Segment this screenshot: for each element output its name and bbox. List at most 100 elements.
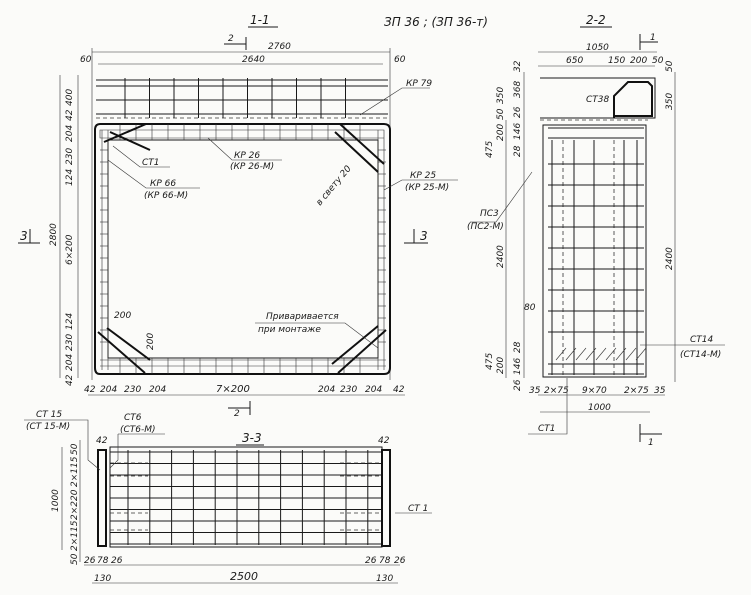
dim-2x220: 2×220	[70, 489, 80, 520]
dim-350-left: 350	[496, 87, 506, 104]
label-st1-3-3: СТ 1	[408, 504, 428, 514]
label-st1-2-2: СТ1	[538, 424, 556, 434]
label-kr79: КР 79	[406, 79, 432, 89]
hatch-line	[555, 347, 567, 361]
frame-outer	[94, 123, 391, 375]
label-kr25m: (КР 25-М)	[405, 183, 449, 193]
dim-26-4: 26	[394, 556, 406, 566]
cut-mark-1-bottom: 1	[648, 438, 654, 448]
dim-400: 400	[65, 89, 75, 106]
dim-200: 200	[630, 56, 647, 66]
label-weld-1: Приваривается	[266, 312, 339, 322]
label-clear-20: в свету 20	[315, 164, 354, 208]
st14-hatch	[555, 347, 647, 361]
dim-2500: 2500	[230, 570, 258, 583]
st15-right	[381, 449, 391, 547]
dim-26-top: 26	[513, 106, 523, 118]
st38-bar	[613, 81, 653, 118]
frame-stirrups	[100, 124, 386, 374]
dim-200-bottom: 200	[496, 357, 506, 374]
dim-42-bottom: 42	[65, 374, 75, 386]
dim-26-bottom: 26	[513, 379, 523, 391]
dim-2x75-right: 2×75	[624, 386, 649, 396]
dim-78-1: 78	[97, 556, 109, 566]
label-ps2m: (ПС2-М)	[467, 222, 504, 232]
dim-2800: 2800	[49, 223, 59, 246]
dim-204-bottom: 204	[65, 354, 75, 371]
dim-26-2: 26	[111, 556, 123, 566]
st15-left	[97, 449, 107, 547]
label-st15: СТ 15	[36, 410, 62, 420]
frame-opening	[107, 139, 379, 359]
drawing-mark: ЗП 36 ; (ЗП 36-т)	[384, 15, 488, 29]
dim-146-bottom: 146	[513, 358, 523, 375]
dim-230-top: 230	[65, 148, 75, 165]
dim-detail-200-v: 200	[146, 333, 156, 350]
dim-475-top: 475	[485, 141, 495, 158]
dim-26-1: 26	[84, 556, 96, 566]
label-st6m: (СТ6-М)	[120, 425, 156, 435]
dim-50-bottom: 50	[70, 553, 80, 565]
cut-mark-2-top: 2	[228, 34, 234, 44]
dim-1000-3-3: 1000	[51, 489, 61, 512]
dim-b-7x200: 7×200	[216, 384, 250, 395]
hatch-line	[615, 347, 627, 361]
dim-42-left: 42	[96, 436, 108, 446]
dim-475-bottom: 475	[485, 353, 495, 370]
dim-28-top: 28	[513, 145, 523, 157]
dim-50-left: 50	[496, 108, 506, 120]
hatch-line	[625, 347, 637, 361]
dim-60-left: 60	[80, 55, 92, 65]
label-st1: СТ1	[142, 158, 160, 168]
dim-78-2: 78	[379, 556, 391, 566]
label-st38: СТ38	[586, 95, 610, 105]
dim-35-right: 35	[654, 386, 666, 396]
hatch-line	[585, 347, 597, 361]
dim-b-204-2: 204	[149, 385, 166, 395]
dim-b-230-2: 230	[340, 385, 357, 395]
dim-2x115-bottom: 2×115	[70, 520, 80, 551]
hatch-line	[595, 347, 607, 361]
label-ps3: ПС3	[480, 209, 499, 219]
dim-2x75-left: 2×75	[544, 386, 569, 396]
label-st15m: (СТ 15-М)	[26, 422, 70, 432]
dim-50-top: 50	[652, 56, 664, 66]
dim-detail-200-h: 200	[114, 311, 131, 321]
hatch-line	[605, 347, 617, 361]
cut-mark-2-bottom: 2	[234, 409, 240, 419]
dim-350-right: 350	[665, 93, 675, 110]
dim-2400-left: 2400	[496, 245, 506, 268]
dim-b-42-left: 42	[84, 385, 96, 395]
cut-mark-1-top: 1	[650, 33, 656, 43]
label-st14: СТ14	[690, 335, 714, 345]
hatch-line	[565, 347, 577, 361]
top-slab-reinforcement	[96, 78, 388, 118]
dim-50-right: 50	[665, 60, 675, 72]
dim-146-top: 146	[513, 123, 523, 140]
dim-130-right: 130	[376, 574, 393, 584]
cut-mark-3-right: 3	[420, 229, 428, 243]
section-3-3-title: 3-3	[242, 431, 262, 445]
dim-b-204-1: 204	[100, 385, 117, 395]
dim-2640: 2640	[242, 55, 265, 65]
label-kr26m: (КР 26-М)	[230, 162, 274, 172]
dim-2760: 2760	[268, 42, 291, 52]
section-2-2-title: 2-2	[586, 13, 606, 27]
section-3-3: 3-3 СТ 15 (СТ 15-М) СТ6 (СТ6-М) СТ 1 42 …	[24, 410, 432, 584]
section-1-1-title: 1-1	[250, 13, 270, 27]
hatch-line	[575, 347, 587, 361]
dim-b-230-1: 230	[124, 385, 141, 395]
dim-2400-right: 2400	[665, 247, 675, 270]
dim-28-bottom: 28	[513, 341, 523, 353]
dim-60-right: 60	[394, 55, 406, 65]
dim-150: 150	[608, 56, 625, 66]
dim-124-bottom: 124	[65, 313, 75, 330]
dim-b-204-4: 204	[365, 385, 382, 395]
dim-368: 368	[513, 81, 523, 98]
wall-mesh	[548, 127, 644, 375]
dim-b-42-right: 42	[393, 385, 405, 395]
dim-6x200: 6×200	[65, 234, 75, 265]
dim-2x115-top: 2×115	[70, 456, 80, 487]
